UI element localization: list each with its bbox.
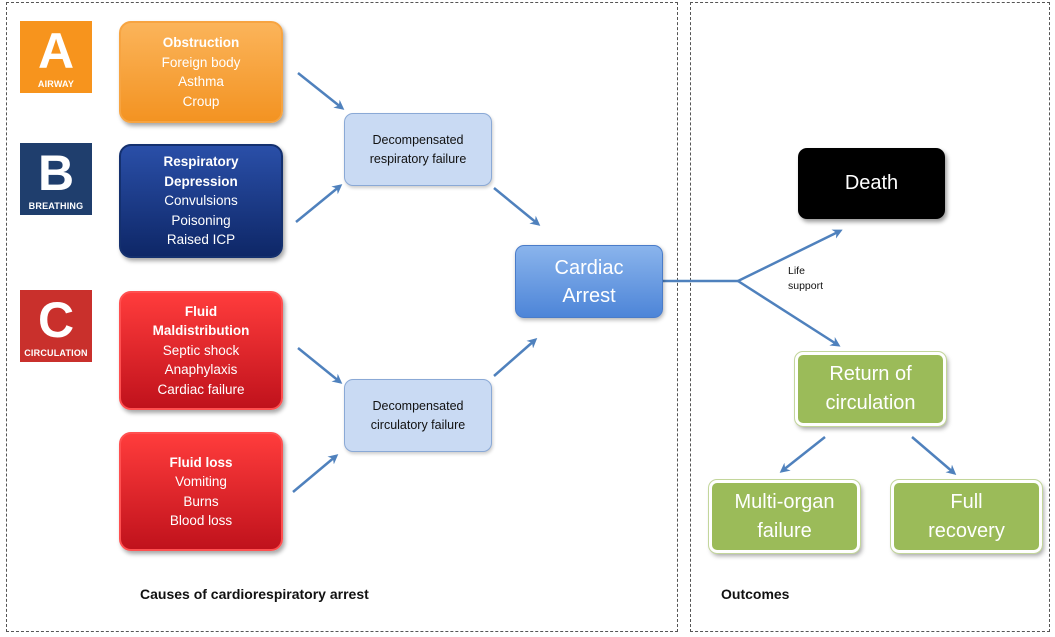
death-label: Death — [844, 172, 899, 194]
obstruction-item: Foreign body — [161, 54, 241, 70]
decompensated-respiratory-box: Decompensated respiratory failure — [344, 113, 492, 186]
return-line-2: circulation — [825, 392, 916, 414]
obstruction-box: Obstruction Foreign body Asthma Croup — [119, 21, 283, 123]
respiratory-title-2: Depression — [164, 173, 238, 189]
arrow-obstruction-to-resp — [297, 72, 345, 110]
multi-organ-failure-box: Multi-organ failure — [708, 479, 861, 554]
arrow-branch-to-return — [737, 279, 841, 347]
arrow-resp-to-cardiac — [493, 187, 541, 226]
fluid-loss-item: Burns — [183, 493, 219, 509]
fluid-mal-item: Anaphylaxis — [164, 362, 238, 378]
life-support-line-1: Life — [788, 265, 805, 277]
decomp-resp-line-1: Decompensated — [372, 132, 464, 147]
cardiac-arrest-line-1: Cardiac — [554, 256, 624, 279]
cardiac-arrest-line-2: Arrest — [562, 284, 616, 307]
respiratory-depression-box: Respiratory Depression Convulsions Poiso… — [119, 144, 283, 258]
return-line-1: Return of — [829, 363, 912, 385]
outcomes-panel — [690, 2, 1050, 632]
airway-letter: A — [37, 23, 75, 79]
causes-caption: Causes of cardiorespiratory arrest — [140, 586, 369, 602]
causes-panel — [6, 2, 678, 632]
arrow-fluid-loss-to-circ — [292, 454, 339, 493]
circulation-badge: C CIRCULATION — [20, 290, 92, 362]
full-line-2: recovery — [928, 519, 1005, 542]
circulation-letter: C — [37, 292, 75, 348]
fluid-mal-title-2: Maldistribution — [152, 323, 250, 339]
obstruction-item: Croup — [182, 93, 220, 109]
arrow-return-to-full — [911, 436, 957, 475]
respiratory-item: Convulsions — [164, 193, 238, 209]
arrow-return-to-multi — [779, 436, 826, 473]
arrow-circ-to-cardiac — [493, 338, 538, 377]
life-support-label: Life support — [788, 264, 823, 294]
respiratory-item: Raised ICP — [166, 232, 236, 248]
full-line-1: Full — [950, 490, 983, 513]
fluid-mal-item: Septic shock — [162, 342, 240, 358]
fluid-mal-item: Cardiac failure — [157, 381, 245, 397]
obstruction-title: Obstruction — [162, 35, 240, 50]
obstruction-item: Asthma — [178, 74, 224, 89]
multi-line-1: Multi-organ — [734, 490, 835, 513]
breathing-label: BREATHING — [28, 201, 84, 211]
arrow-fluid-mal-to-circ — [297, 347, 343, 384]
breathing-letter: B — [37, 145, 75, 201]
decomp-circ-line-1: Decompensated — [372, 398, 464, 413]
full-recovery-box: Full recovery — [890, 479, 1043, 554]
decompensated-circulatory-box: Decompensated circulatory failure — [344, 379, 492, 452]
arrow-branch-to-death — [737, 229, 843, 283]
fluid-loss-item: Vomiting — [175, 474, 227, 489]
decomp-circ-line-2: circulatory failure — [370, 417, 466, 432]
airway-badge: A AIRWAY — [20, 21, 92, 93]
fluid-loss-box: Fluid loss Vomiting Burns Blood loss — [119, 432, 283, 551]
life-support-line-2: support — [788, 280, 824, 292]
return-of-circulation-box: Return of circulation — [794, 351, 947, 427]
airway-label: AIRWAY — [37, 79, 75, 89]
fluid-loss-title: Fluid loss — [169, 454, 233, 470]
breathing-badge: B BREATHING — [20, 143, 92, 215]
fluid-mal-title-1: Fluid — [184, 303, 218, 319]
cardiac-arrest-box: Cardiac Arrest — [515, 245, 663, 318]
decomp-resp-line-2: respiratory failure — [369, 151, 467, 166]
outcomes-caption: Outcomes — [721, 586, 790, 602]
circulation-label: CIRCULATION — [24, 348, 88, 358]
respiratory-title-1: Respiratory — [163, 154, 239, 170]
fluid-loss-item: Blood loss — [169, 513, 233, 528]
fluid-maldistribution-box: Fluid Maldistribution Septic shock Anaph… — [119, 291, 283, 410]
multi-line-2: failure — [757, 519, 812, 542]
respiratory-item: Poisoning — [171, 212, 231, 228]
death-box: Death — [798, 148, 945, 219]
arrow-resp-dep-to-resp — [295, 184, 343, 223]
